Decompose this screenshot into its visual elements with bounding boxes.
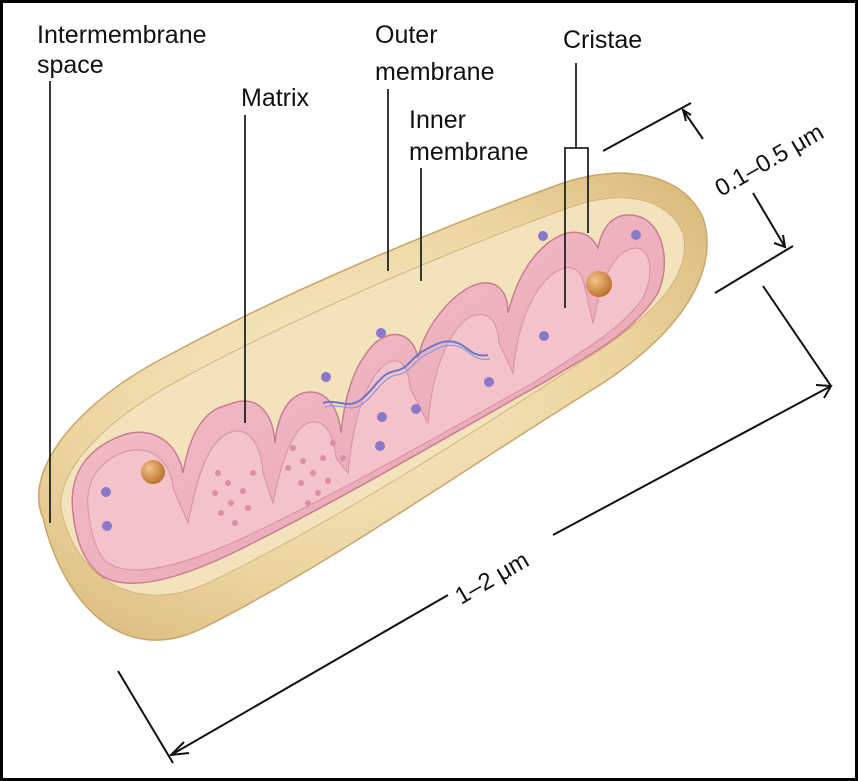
label-inner-line2: membrane bbox=[409, 138, 529, 166]
label-intermembrane-line2: space bbox=[37, 51, 104, 79]
lipid-droplet bbox=[586, 271, 612, 297]
labels: Intermembrane space Matrix Outer membran… bbox=[37, 21, 642, 166]
label-intermembrane-line1: Intermembrane bbox=[37, 21, 207, 49]
label-outer-line1: Outer bbox=[375, 21, 438, 49]
label-cristae: Cristae bbox=[563, 26, 642, 54]
mitochondrion-diagram: 0.1–0.5 μm 1–2 μm Intermembrane space Ma… bbox=[3, 3, 855, 778]
diagram-frame: 0.1–0.5 μm 1–2 μm Intermembrane space Ma… bbox=[3, 3, 855, 778]
label-outer-line2: membrane bbox=[375, 58, 495, 86]
lipid-droplet bbox=[141, 460, 165, 484]
width-dimension-label: 0.1–0.5 μm bbox=[711, 119, 829, 203]
label-inner-line1: Inner bbox=[409, 106, 466, 134]
length-dimension-label: 1–2 μm bbox=[451, 547, 534, 611]
label-matrix: Matrix bbox=[241, 84, 310, 112]
